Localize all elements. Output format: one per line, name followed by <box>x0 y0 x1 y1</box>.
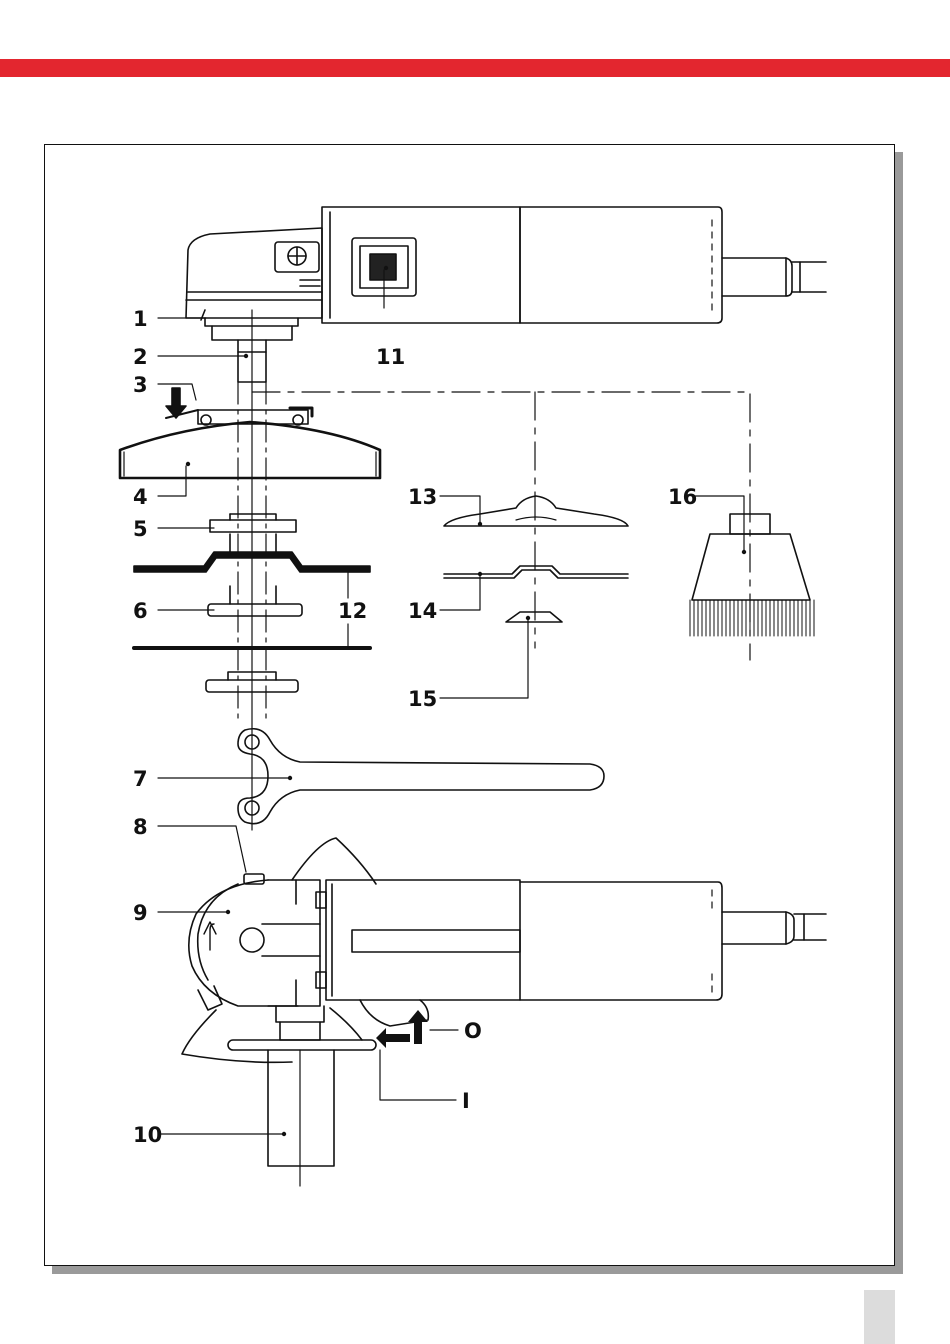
label-5: 5 <box>133 517 148 541</box>
switch-off-arrow <box>408 1010 428 1044</box>
backing-pad <box>444 496 628 526</box>
label-15: 15 <box>408 687 437 711</box>
grinder-top-view <box>186 207 826 382</box>
clamping-nut <box>208 586 302 616</box>
label-11: 11 <box>376 345 405 369</box>
label-2: 2 <box>133 345 148 369</box>
cup-wire-brush <box>690 514 814 636</box>
label-13: 13 <box>408 485 437 509</box>
label-9: 9 <box>133 901 148 925</box>
switch-on-arrow <box>376 1028 410 1048</box>
label-12: 12 <box>338 599 367 623</box>
wheel-guard <box>120 408 380 478</box>
label-6: 6 <box>133 599 148 623</box>
support-flange <box>210 514 296 532</box>
label-7: 7 <box>133 767 148 791</box>
push-arrow <box>166 388 198 418</box>
label-O: O <box>464 1019 482 1043</box>
label-4: 4 <box>133 485 148 509</box>
label-8: 8 <box>133 815 148 839</box>
sanding-disc <box>444 566 628 578</box>
label-14: 14 <box>408 599 437 623</box>
label-1: 1 <box>133 307 148 331</box>
pad-nut <box>506 612 562 622</box>
label-3: 3 <box>133 373 148 397</box>
two-pin-spanner <box>238 729 604 824</box>
label-I: I <box>462 1089 470 1113</box>
label-16: 16 <box>668 485 697 509</box>
switch-arrows <box>376 1010 428 1048</box>
leader-lines <box>158 270 744 1134</box>
label-10: 10 <box>133 1123 162 1147</box>
